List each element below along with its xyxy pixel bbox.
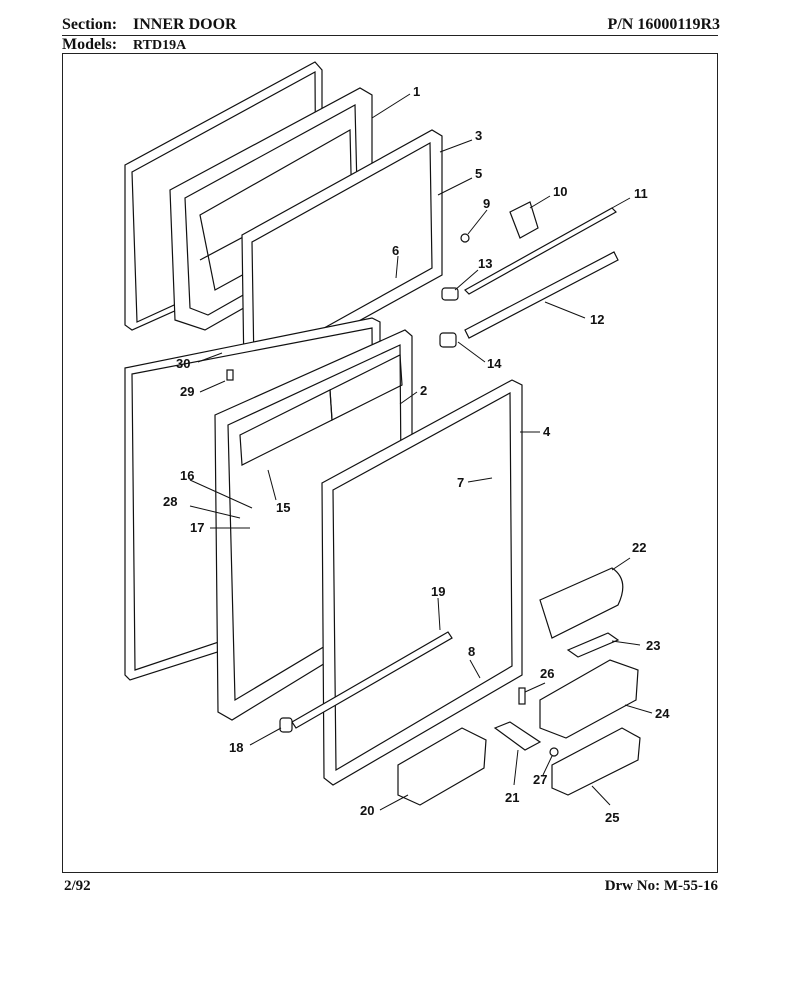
part-14-cap [439,332,457,348]
callout-21: 21 [505,790,519,805]
callout-27: 27 [533,772,547,787]
part-13-cap [441,287,459,301]
part-number: P/N 16000119R3 [607,16,720,33]
callout-25: 25 [605,810,619,825]
callout-10: 10 [553,184,567,199]
callout-30: 30 [176,356,190,371]
callout-16: 16 [180,468,194,483]
models-label: Models: [62,36,118,53]
breaker-strip-upper [464,207,617,295]
header-rule [62,35,718,36]
callout-15: 15 [276,500,290,515]
callout-23: 23 [646,638,660,653]
callout-6: 6 [392,243,399,258]
callout-7: 7 [457,475,464,490]
callout-18: 18 [229,740,243,755]
diagram-frame [62,53,718,873]
revision-date: 2/92 [64,878,91,894]
callout-14: 14 [487,356,502,371]
callout-9: 9 [483,196,490,211]
callout-4: 4 [543,424,551,439]
part-20-egg-bin [397,727,487,806]
part-10-bracket [509,201,539,239]
callout-19: 19 [431,584,445,599]
callout-5: 5 [475,166,482,181]
callout-11: 11 [634,186,648,201]
callout-12: 12 [590,312,604,327]
callout-29: 29 [180,384,194,399]
part-9-plug [460,233,470,243]
callout-2: 2 [420,383,427,398]
part-23-tray [566,632,620,658]
part-29-screw [226,369,234,381]
part-26-clip [518,687,526,705]
leader-lines [189,93,653,811]
callout-28: 28 [163,494,177,509]
part-21-bracket [493,721,542,751]
part-25-door-shelf [551,727,641,796]
callout-1: 1 [413,84,420,99]
callout-8: 8 [468,644,475,659]
callout-24: 24 [655,706,670,721]
section-value: INNER DOOR [133,16,237,33]
callout-13: 13 [478,256,492,271]
callout-3: 3 [475,128,482,143]
part-24-door-shelf [539,659,639,739]
part-22-dairy-cover [539,567,624,639]
section-label: Section: [62,16,118,33]
part-27-stud [549,747,559,757]
part-18-cap [279,717,293,733]
drawing-number: Drw No: M-55-16 [604,878,718,894]
models-value: RTD19A [133,38,187,53]
callout-26: 26 [540,666,554,681]
callout-17: 17 [190,520,204,535]
breaker-strip-lower [464,251,619,339]
callout-22: 22 [632,540,646,555]
part-19-strip [291,631,453,729]
callout-20: 20 [360,803,374,818]
